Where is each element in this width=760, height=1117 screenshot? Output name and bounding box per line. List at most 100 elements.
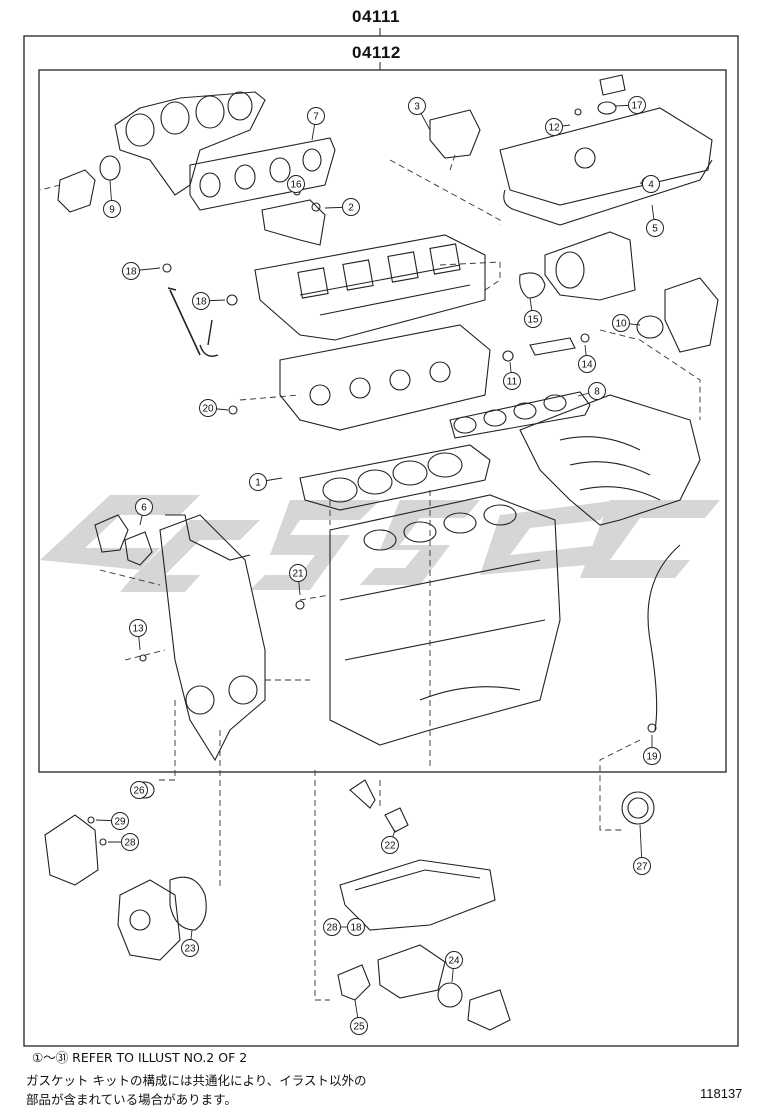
callout-circle bbox=[287, 175, 305, 193]
japanese-note-line-2: 部品が含まれている場合があります。 bbox=[26, 1092, 237, 1107]
callout-21: 21 bbox=[289, 564, 307, 596]
japanese-note-line-1: ガスケット キットの構成には共通化により、イラスト以外の bbox=[26, 1073, 367, 1088]
callout-circle bbox=[612, 314, 630, 332]
callout-number: 6 bbox=[141, 503, 147, 514]
callout-number: 2 bbox=[348, 203, 354, 214]
engine-block-drawing bbox=[329, 494, 561, 746]
callout-23: 23 bbox=[181, 929, 199, 957]
callout-7: 7 bbox=[307, 107, 325, 141]
callout-number: 20 bbox=[202, 404, 214, 415]
callout-8: 8 bbox=[577, 382, 606, 400]
callout-13: 13 bbox=[129, 619, 147, 651]
water-pump-drawing bbox=[44, 814, 99, 886]
callout-24: 24 bbox=[445, 951, 463, 983]
callout-number: 1 bbox=[255, 478, 261, 489]
callout-27: 27 bbox=[633, 824, 651, 875]
callout-number: 14 bbox=[581, 360, 593, 371]
outer-set-code: 04111 bbox=[352, 7, 400, 26]
callout-number: 25 bbox=[353, 1022, 365, 1033]
figure-number: 118137 bbox=[700, 1086, 743, 1101]
set-frames bbox=[23, 28, 739, 1047]
callout-number: 22 bbox=[384, 841, 396, 852]
callout-circle bbox=[307, 107, 325, 125]
callout-circle bbox=[199, 399, 217, 417]
callout-19: 19 bbox=[643, 735, 661, 765]
callout-circle bbox=[408, 97, 426, 115]
callout-number: 12 bbox=[548, 123, 560, 134]
intake-manifold-drawing bbox=[519, 394, 701, 526]
callout-number: 27 bbox=[636, 862, 648, 873]
callout-14: 14 bbox=[578, 344, 596, 373]
callout-17: 17 bbox=[614, 96, 646, 114]
callout-circle bbox=[103, 200, 121, 218]
callout-number: 18 bbox=[195, 297, 207, 308]
callout-number: 28 bbox=[326, 923, 338, 934]
refer-note: ①～㉛ REFER TO ILLUST NO.2 OF 2 bbox=[32, 1050, 248, 1065]
callout-18: 18 bbox=[347, 918, 365, 936]
callout-circle bbox=[646, 219, 664, 237]
callout-11: 11 bbox=[503, 361, 521, 390]
callout-circle bbox=[545, 118, 563, 136]
callout-circle bbox=[111, 812, 129, 830]
callout-16: 16 bbox=[287, 175, 305, 193]
callout-25: 25 bbox=[350, 999, 368, 1035]
callout-number: 29 bbox=[114, 817, 126, 828]
callout-number: 28 bbox=[124, 838, 136, 849]
callout-2: 2 bbox=[324, 198, 360, 216]
callout-15: 15 bbox=[524, 297, 542, 328]
callout-10: 10 bbox=[612, 314, 641, 332]
oil-pan-drawing bbox=[339, 859, 496, 931]
callout-circle bbox=[524, 310, 542, 328]
callout-circle bbox=[289, 564, 307, 582]
callout-number: 19 bbox=[646, 752, 658, 763]
timing-cover-drawing bbox=[159, 514, 266, 762]
callout-circle bbox=[578, 355, 596, 373]
callout-28: 28 bbox=[323, 918, 348, 936]
guide-lines bbox=[39, 154, 701, 1001]
callout-1: 1 bbox=[249, 473, 283, 491]
callout-number: 7 bbox=[313, 112, 319, 123]
callout-number: 8 bbox=[594, 387, 600, 398]
callout-number: 13 bbox=[132, 624, 144, 635]
callout-circle bbox=[350, 1017, 368, 1035]
callout-number: 24 bbox=[448, 956, 460, 967]
callout-number: 15 bbox=[527, 315, 539, 326]
callout-18: 18 bbox=[192, 292, 226, 310]
callout-circle bbox=[342, 198, 360, 216]
callout-number: 26 bbox=[133, 786, 145, 797]
callout-circle bbox=[192, 292, 210, 310]
callout-number: 10 bbox=[615, 319, 627, 330]
callout-29: 29 bbox=[95, 812, 129, 830]
callout-3: 3 bbox=[408, 97, 431, 131]
callout-circle bbox=[323, 918, 341, 936]
callout-18: 18 bbox=[122, 262, 161, 280]
callout-circle bbox=[181, 939, 199, 957]
callout-circle bbox=[633, 857, 651, 875]
callout-circle bbox=[642, 175, 660, 193]
cam-housing-drawing bbox=[254, 234, 486, 341]
callout-number: 3 bbox=[414, 102, 420, 113]
callout-circle bbox=[503, 372, 521, 390]
part-illustrations bbox=[44, 74, 719, 1031]
callout-22: 22 bbox=[381, 829, 399, 854]
callout-20: 20 bbox=[199, 399, 229, 417]
callout-labels: 1234567891011121314151617181818192021222… bbox=[95, 96, 664, 1035]
callout-circle bbox=[628, 96, 646, 114]
callout-5: 5 bbox=[646, 204, 664, 237]
callout-circle bbox=[122, 262, 140, 280]
exhaust-manifold-drawing bbox=[114, 91, 266, 196]
callout-6: 6 bbox=[135, 498, 153, 526]
callout-number: 16 bbox=[290, 180, 302, 191]
head-gasket-drawing bbox=[299, 444, 491, 511]
callout-circle bbox=[249, 473, 267, 491]
inner-set-code: 04112 bbox=[352, 43, 401, 62]
callout-circle bbox=[135, 498, 153, 516]
callout-circle bbox=[121, 833, 139, 851]
callout-circle bbox=[588, 382, 606, 400]
callout-9: 9 bbox=[103, 179, 121, 218]
callout-number: 21 bbox=[292, 569, 304, 580]
callout-number: 23 bbox=[184, 944, 196, 955]
callout-number: 18 bbox=[350, 923, 362, 934]
